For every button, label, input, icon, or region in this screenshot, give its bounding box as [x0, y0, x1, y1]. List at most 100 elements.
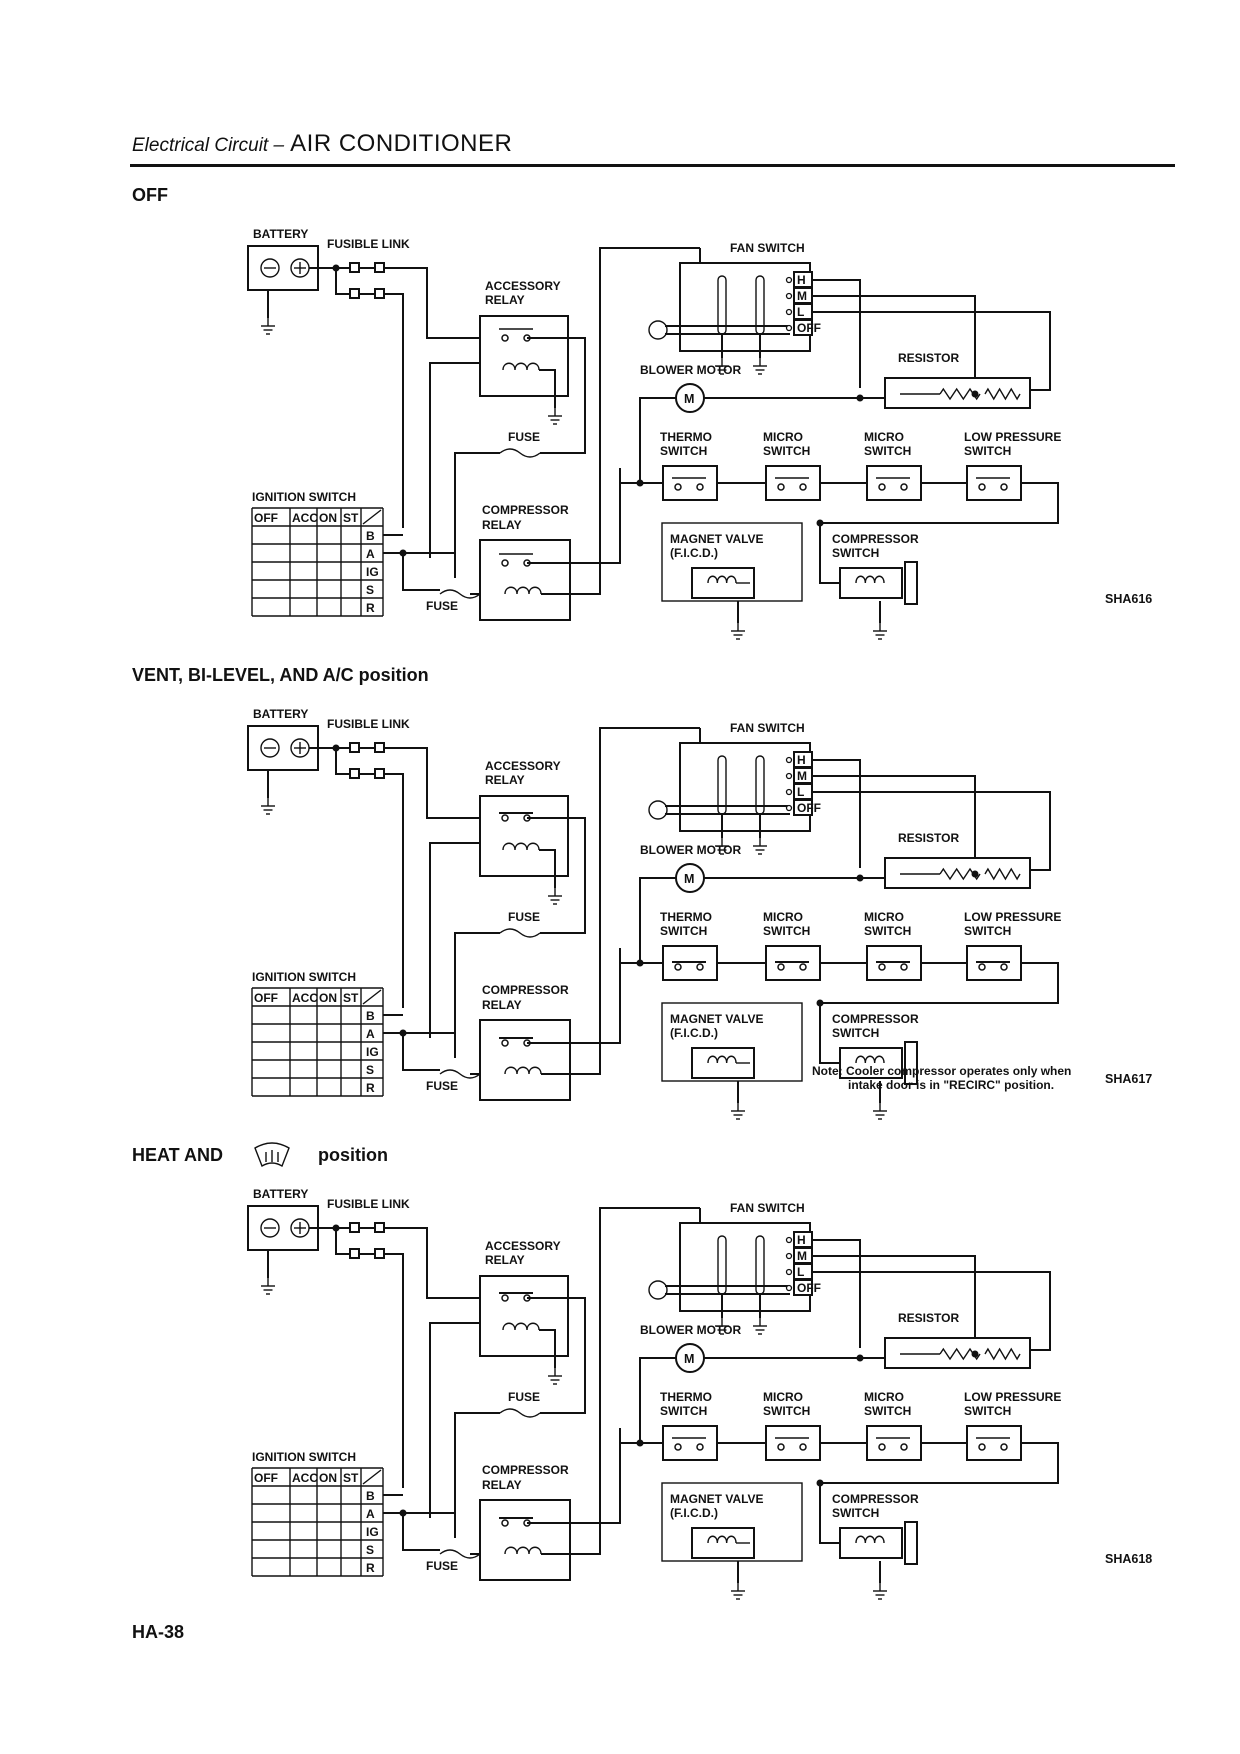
contact-point — [696, 1443, 704, 1451]
fusible-link-1 — [349, 1222, 360, 1233]
battery-label: BATTERY — [253, 1187, 308, 1201]
ignition-row-s: S — [366, 583, 374, 597]
diagram-code: SHA616 — [1105, 592, 1152, 606]
resistor-box — [884, 377, 1031, 409]
micro-switch-1-box — [765, 465, 821, 501]
ground-symbol — [873, 623, 887, 640]
circuit-diagram-sha617: VENT, BI-LEVEL, AND A/C positionBATTERYF… — [132, 665, 1152, 1120]
battery-label: BATTERY — [253, 707, 308, 721]
fan-position-box-off — [793, 319, 813, 336]
fusible-link-1b — [374, 742, 385, 753]
compressor-clutch — [904, 1521, 918, 1565]
compressor-clutch — [904, 1041, 918, 1085]
junction-dot — [856, 874, 864, 882]
fusible-link-2b — [374, 288, 385, 299]
magnet-valve-label: MAGNET VALVE — [670, 1012, 764, 1026]
coil-symbol — [504, 1066, 542, 1075]
compressor-switch-label: COMPRESSOR — [832, 1012, 919, 1026]
junction-dot — [971, 1350, 979, 1358]
contact-point — [777, 483, 785, 491]
accessory-relay-label: ACCESSORY — [485, 759, 561, 773]
ground-symbol — [753, 358, 767, 375]
contact-point — [799, 1443, 807, 1451]
ignition-row-r: R — [366, 1561, 375, 1575]
blower-motor-label: BLOWER MOTOR — [640, 1323, 741, 1337]
magnet-valve-label: MAGNET VALVE — [670, 532, 764, 546]
low-pressure-switch-label-2: SWITCH — [964, 444, 1011, 458]
fan-contact-m — [785, 292, 793, 300]
ignition-row-ig: IG — [366, 1525, 379, 1539]
ignition-row-r: R — [366, 1081, 375, 1095]
fan-position-m: M — [797, 289, 807, 303]
compressor-relay-label: COMPRESSOR — [482, 503, 569, 517]
ground-symbol — [548, 888, 562, 905]
magnet-valve-frame — [661, 1482, 803, 1562]
accessory-relay-label-2: RELAY — [485, 773, 525, 787]
fan-position-m: M — [797, 769, 807, 783]
fan-position-l: L — [797, 785, 804, 799]
contact-point — [501, 334, 509, 342]
low-pressure-switch-box — [966, 1425, 1022, 1461]
compressor-switch-box — [839, 567, 903, 599]
ignition-col-acc: ACC — [292, 1471, 318, 1485]
accessory-relay-box — [479, 795, 569, 877]
ground-symbol — [873, 1583, 887, 1600]
compressor-switch-label-2: SWITCH — [832, 1026, 879, 1040]
contact-point — [978, 1443, 986, 1451]
thermo-switch-box — [662, 465, 718, 501]
fan-position-h: H — [797, 753, 806, 767]
contact-point — [674, 1443, 682, 1451]
thermo-switch-box — [662, 1425, 718, 1461]
junction-dot — [971, 870, 979, 878]
coil-symbol — [502, 362, 540, 371]
fan-switch-box — [679, 1222, 811, 1312]
compressor-relay-label: COMPRESSOR — [482, 983, 569, 997]
ignition-col-st: ST — [343, 511, 359, 525]
compressor-clutch — [904, 561, 918, 605]
fan-contact-h — [785, 276, 793, 284]
fuse-symbol-lower — [439, 1069, 481, 1079]
ground-symbol — [873, 1103, 887, 1120]
magnet-valve-label-2: (F.I.C.D.) — [670, 1026, 718, 1040]
ignition-switch-label: IGNITION SWITCH — [252, 1450, 356, 1464]
fan-icon — [648, 320, 668, 340]
micro-switch-2-label: MICRO — [864, 910, 904, 924]
micro-switch-2-label-2: SWITCH — [864, 924, 911, 938]
compressor-relay-label-2: RELAY — [482, 518, 522, 532]
contact-point — [878, 483, 886, 491]
fan-contact-m — [785, 772, 793, 780]
coil-symbol — [855, 1535, 885, 1544]
compressor-relay-label-2: RELAY — [482, 1478, 522, 1492]
diagram-group: VENT, BI-LEVEL, AND A/C positionBATTERYF… — [132, 665, 1152, 1120]
contact-point — [696, 483, 704, 491]
coil-symbol — [502, 842, 540, 851]
ignition-col-acc: ACC — [292, 511, 318, 525]
micro-switch-1-label-2: SWITCH — [763, 924, 810, 938]
ground-symbol — [731, 623, 745, 640]
thermo-switch-label-2: SWITCH — [660, 924, 707, 938]
coil-symbol — [707, 575, 737, 584]
ignition-col-acc: ACC — [292, 991, 318, 1005]
fan-position-off: OFF — [797, 801, 821, 815]
fan-contact-l — [785, 1268, 793, 1276]
compressor-relay-box — [479, 1019, 571, 1101]
battery-box — [247, 725, 319, 771]
section-title: OFF — [132, 185, 168, 205]
blower-motor-m: M — [684, 1352, 694, 1366]
fan-position-l: L — [797, 305, 804, 319]
fuse-symbol-upper — [499, 448, 541, 458]
diagram-code: SHA618 — [1105, 1552, 1152, 1566]
ignition-col-off: OFF — [254, 991, 278, 1005]
fan-position-l: L — [797, 1265, 804, 1279]
page-number: HA-38 — [132, 1622, 185, 1642]
thermo-switch-label: THERMO — [660, 1390, 712, 1404]
accessory-relay-label-2: RELAY — [485, 1253, 525, 1267]
ground-symbol — [753, 838, 767, 855]
ground-symbol — [261, 1278, 275, 1295]
magnet-valve-label-2: (F.I.C.D.) — [670, 1506, 718, 1520]
ignition-row-a: A — [366, 547, 375, 561]
ignition-row-ig: IG — [366, 1045, 379, 1059]
ignition-row-a: A — [366, 1027, 375, 1041]
micro-switch-1-label-2: SWITCH — [763, 1404, 810, 1418]
